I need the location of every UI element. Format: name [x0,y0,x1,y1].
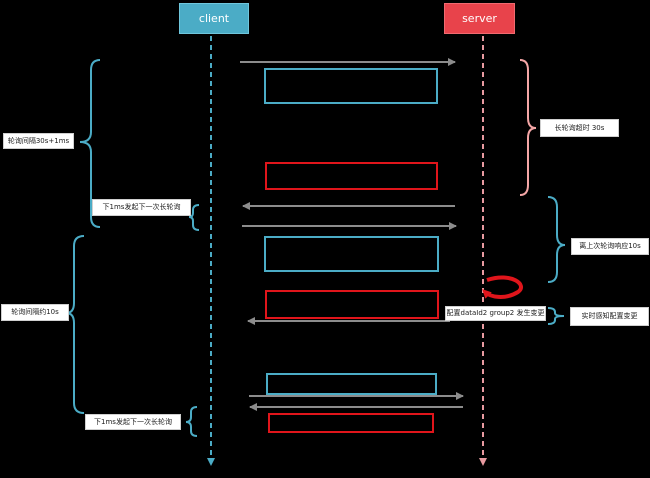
red-box-1 [265,162,438,190]
blue-box-3 [266,373,437,395]
brace-poll-interval-1 [79,59,101,228]
label-poll-interval-1: 轮询间隔30s+1ms [3,133,74,149]
label-next-poll-1: 下1ms发起下一次长轮询 [92,199,191,216]
brace-poll-interval-2 [65,235,85,414]
label-long-poll-timeout: 长轮询超时 30s [540,119,619,137]
label-config-change: 配置dataId2 group2 发生变更 [445,306,546,321]
label-poll-interval-2: 轮询间隔约10s [1,304,69,321]
brace-long-poll-timeout [519,59,537,196]
label-since-last-poll: 离上次轮询响应10s [571,238,649,255]
brace-next-poll-2 [185,406,198,437]
brace-since-last-poll [547,196,566,283]
server-participant: server [444,3,515,34]
brace-realtime-sense [547,307,565,325]
label-realtime-sense: 实时感知配置变更 [570,307,649,326]
red-box-3 [268,413,434,433]
config-change-curve [482,275,523,299]
blue-box-2 [264,236,439,272]
blue-box-1 [264,68,438,104]
label-next-poll-2: 下1ms发起下一次长轮询 [85,414,181,430]
red-box-2 [265,290,439,319]
brace-next-poll-1 [188,204,200,231]
client-participant: client [179,3,249,34]
